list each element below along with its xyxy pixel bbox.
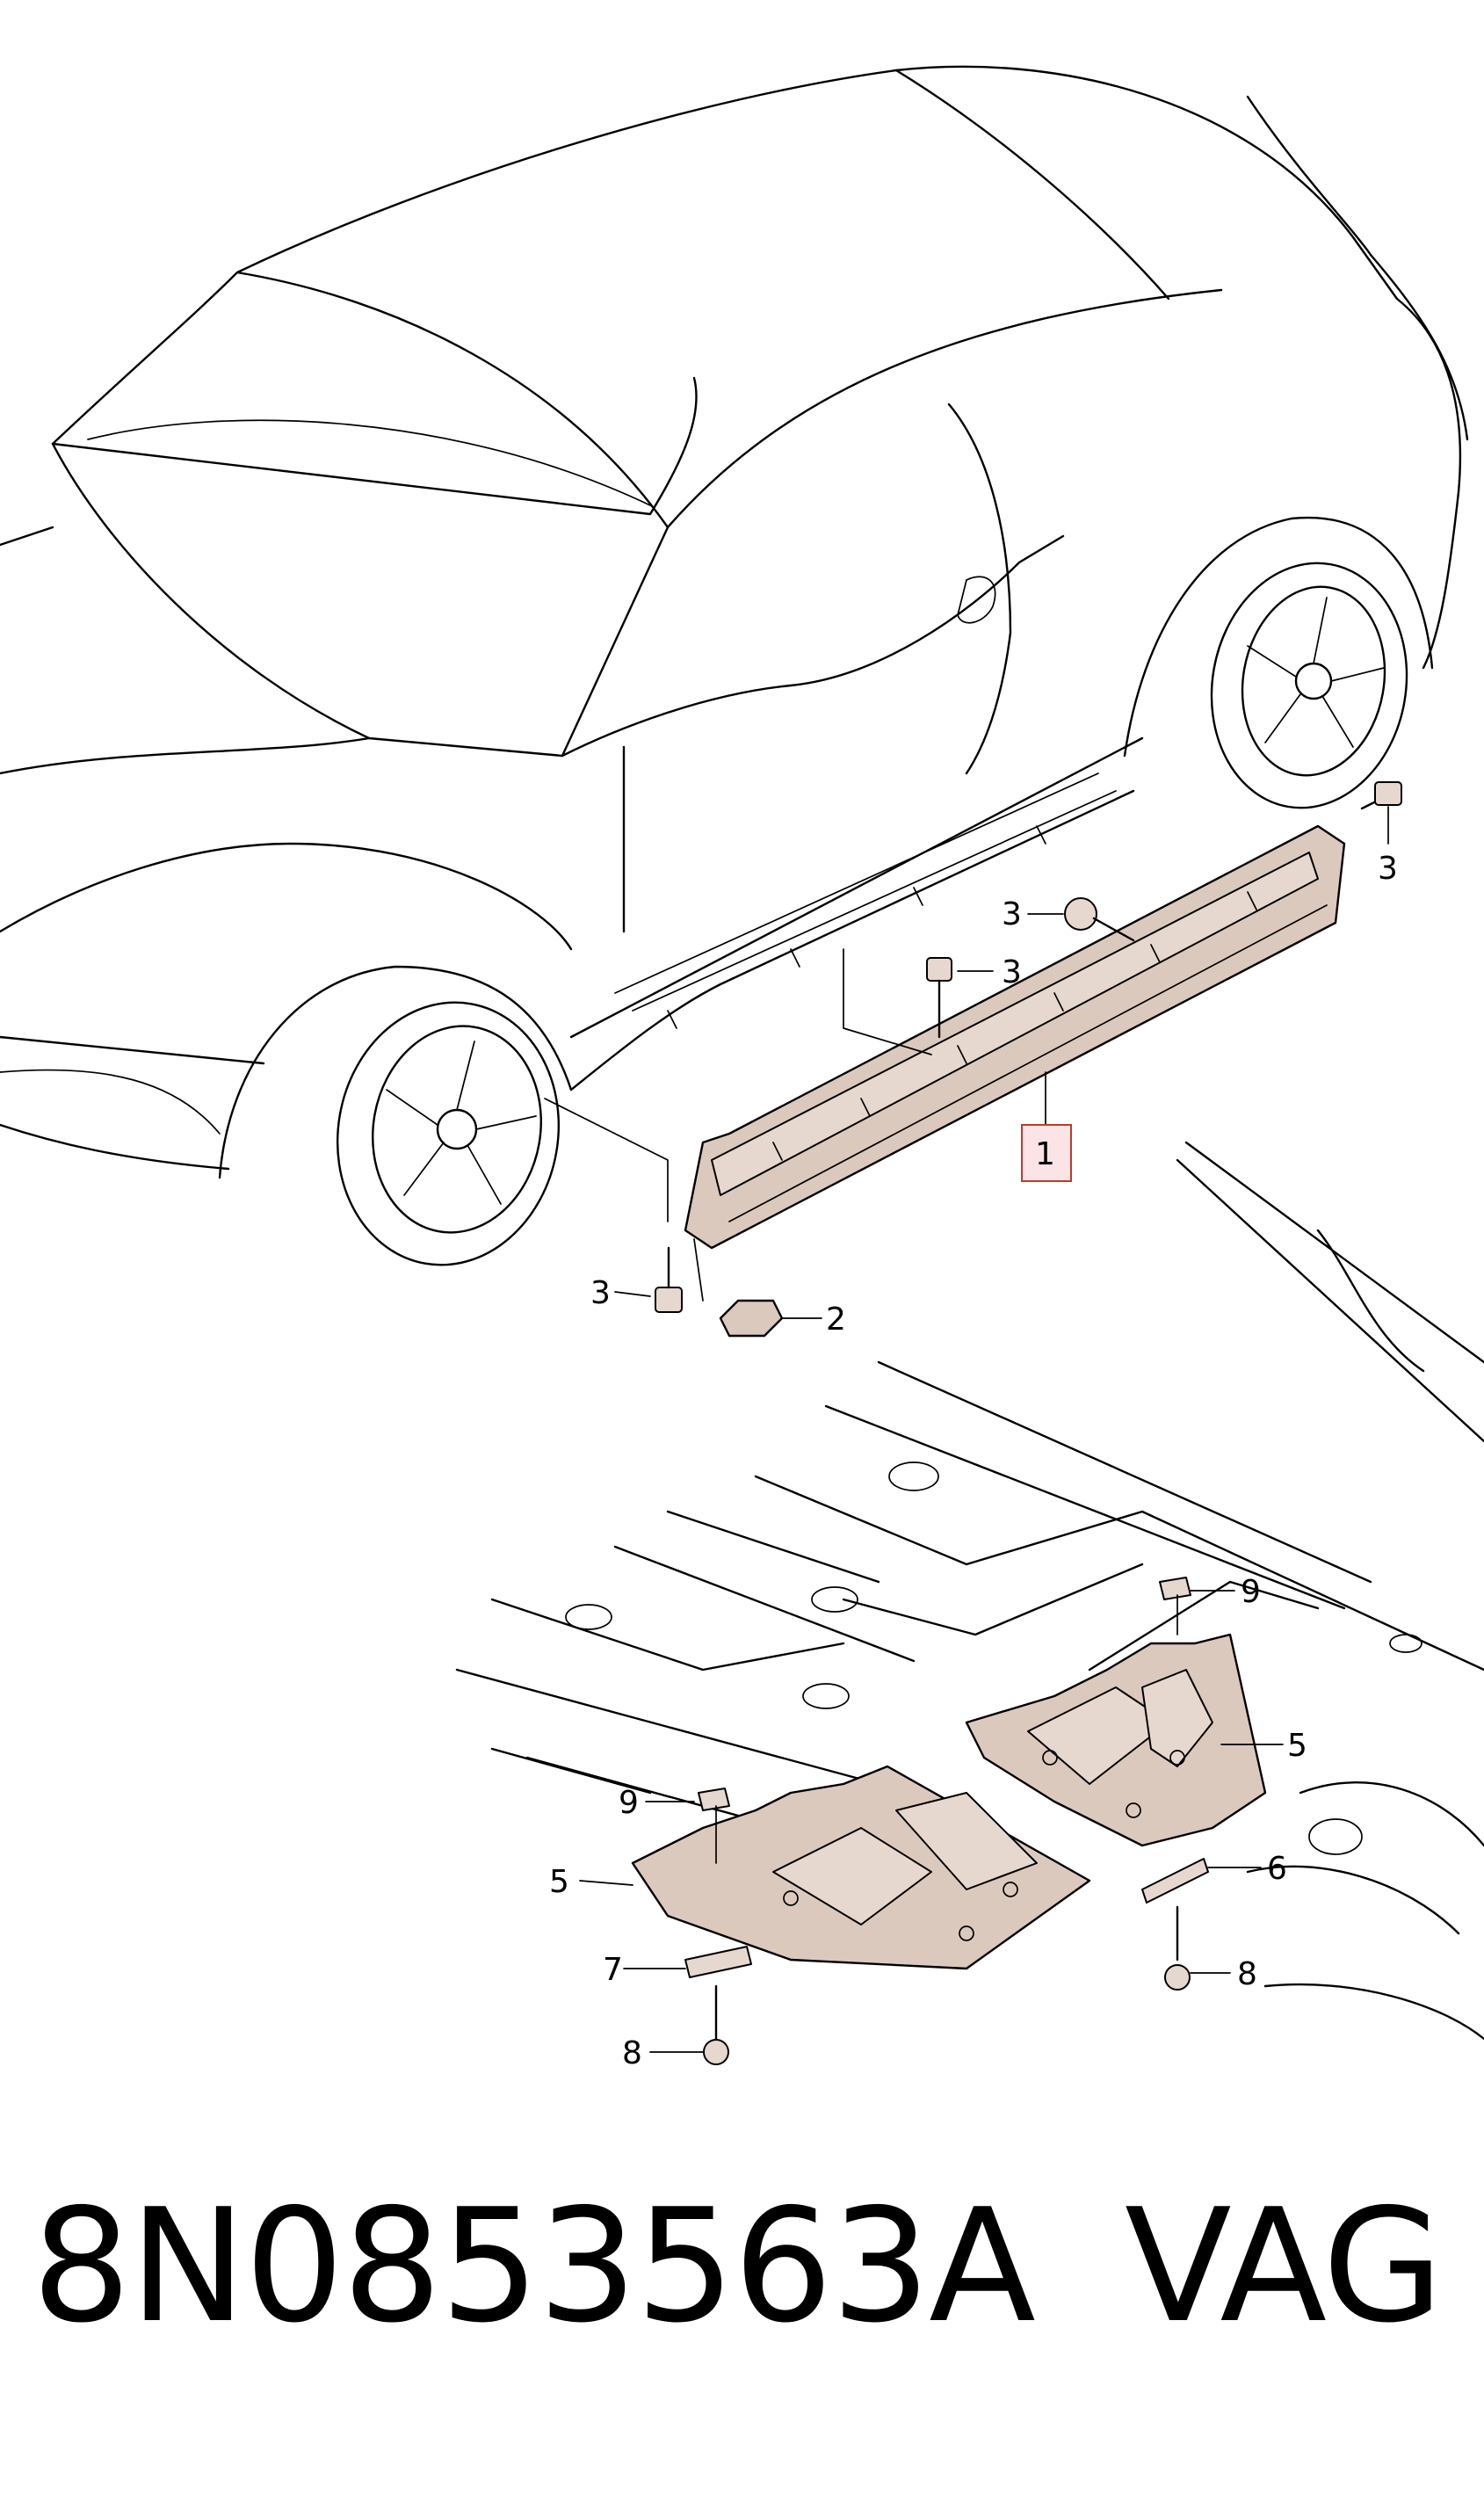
callout-3-middle: 3	[1002, 896, 1064, 932]
clip-9-lower	[698, 1788, 730, 1864]
callout-3-center: 3	[957, 954, 1022, 990]
bolt-3-middle	[1064, 897, 1135, 942]
heat-shield-front	[631, 1765, 1091, 1970]
callout-8-right: 8	[1190, 1956, 1257, 1992]
bracket-6	[1141, 1858, 1209, 1904]
part-number: 8N0853563A	[32, 2175, 1036, 2357]
callout-9-upper: 9	[1190, 1574, 1261, 1610]
callout-5-left: 5	[549, 1864, 633, 1900]
parts-diagram: 1 2 3 3 3 3 5 5 6 7 8 8	[0, 65, 1484, 2071]
clip-9-upper	[1159, 1577, 1191, 1635]
brand-name: VAG	[1125, 2175, 1444, 2357]
callout-2: 2	[781, 1302, 846, 1338]
callout-label-3d: 3	[590, 1275, 611, 1311]
callout-label-2: 2	[826, 1302, 846, 1338]
callout-9-lower: 9	[619, 1785, 695, 1821]
callout-label-6: 6	[1267, 1851, 1287, 1887]
callout-label-3c: 3	[1002, 954, 1022, 990]
callout-label-7: 7	[603, 1952, 623, 1988]
sill-panel	[544, 824, 1346, 1302]
callout-label-3a: 3	[1378, 851, 1398, 887]
callout-label-1: 1	[1035, 1136, 1055, 1172]
callout-7: 7	[603, 1952, 686, 1988]
screw-8-right	[1164, 1905, 1191, 1991]
clip-2	[719, 1299, 784, 1338]
callout-label-8b: 8	[622, 2035, 642, 2071]
rear-wheel	[1210, 562, 1408, 809]
callout-3-left: 3	[590, 1275, 651, 1311]
callout-label-5b: 5	[549, 1864, 569, 1900]
callout-8-left: 8	[622, 2035, 704, 2071]
car-body-outline	[0, 65, 1469, 1179]
callout-label-9a: 9	[1241, 1574, 1261, 1610]
bolt-3-left	[655, 1246, 683, 1313]
footer-caption: 8N0853563A VAG	[0, 2153, 1484, 2417]
callout-label-8a: 8	[1237, 1956, 1257, 1992]
callout-label-3b: 3	[1002, 896, 1022, 932]
bolt-3-right	[1360, 781, 1402, 810]
front-wheel	[336, 1001, 561, 1266]
callout-label-9b: 9	[619, 1785, 639, 1821]
callout-1: 1	[1021, 1071, 1072, 1182]
heat-shield-rear	[965, 1633, 1267, 1847]
callout-label-5a: 5	[1287, 1728, 1307, 1764]
bracket-7	[684, 1946, 752, 1978]
callout-3-right: 3	[1378, 806, 1398, 887]
screw-8-left	[703, 1984, 729, 2065]
callout-6: 6	[1207, 1851, 1287, 1887]
bolt-3-center	[926, 957, 952, 1039]
callout-5-right: 5	[1220, 1728, 1307, 1764]
